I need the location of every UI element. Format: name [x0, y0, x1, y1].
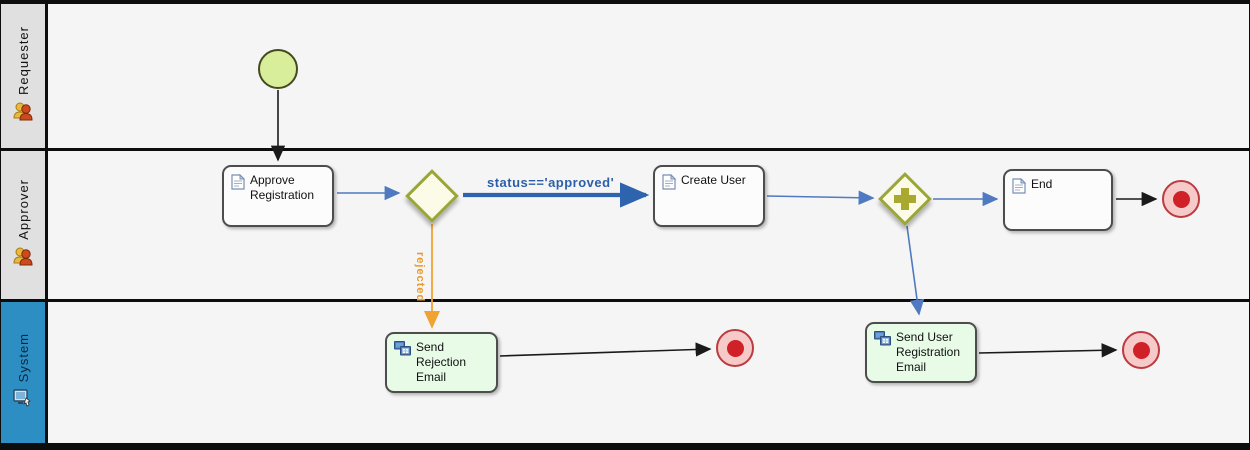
people-icon — [12, 101, 34, 126]
end-event-dot — [1132, 341, 1150, 359]
lane-requester: Requester — [1, 4, 1249, 148]
start-event[interactable] — [258, 49, 298, 89]
lane-requester-header: Requester — [1, 4, 48, 148]
people-icon — [12, 246, 34, 271]
end-event-main[interactable] — [1162, 180, 1200, 218]
task-label: Create User — [681, 173, 746, 187]
end-event-registration[interactable] — [1122, 331, 1160, 369]
lane-system-body — [48, 302, 1249, 443]
flow-label-approved: status=='approved' — [487, 175, 615, 190]
plus-icon — [894, 188, 916, 210]
task-label: End — [1031, 177, 1053, 191]
lane-system-header: System — [1, 302, 48, 443]
lane-system: System — [1, 302, 1249, 443]
task-approve-registration[interactable]: Approve Registration — [222, 165, 334, 227]
task-end[interactable]: End — [1003, 169, 1113, 231]
end-event-rejection[interactable] — [716, 329, 754, 367]
service-task-icon — [394, 341, 411, 360]
computer-icon — [13, 388, 33, 412]
task-send-user-registration-email[interactable]: Send User Registration Email — [865, 322, 977, 383]
flow-create-to-parallel[interactable] — [766, 190, 875, 205]
user-task-icon — [662, 173, 677, 194]
task-label: Send Rejection Email — [416, 340, 467, 384]
end-event-dot — [1172, 190, 1190, 208]
lane-approver-header: Approver — [1, 151, 48, 299]
flow-registration-to-end-event[interactable] — [978, 343, 1118, 358]
task-send-rejection-email[interactable]: Send Rejection Email — [385, 332, 498, 393]
flow-rejection-to-end-event[interactable] — [499, 342, 712, 357]
task-label: Approve Registration — [250, 173, 315, 202]
user-task-icon — [1012, 177, 1027, 198]
end-event-dot — [726, 339, 744, 357]
task-create-user[interactable]: Create User — [653, 165, 765, 227]
user-task-icon — [231, 173, 246, 194]
service-task-icon — [874, 331, 891, 350]
lane-requester-body — [48, 4, 1249, 148]
task-label: Send User Registration Email — [896, 330, 961, 374]
flow-parallel-to-send-registration[interactable] — [906, 225, 925, 316]
flow-label-rejected: rejected — [414, 252, 426, 303]
